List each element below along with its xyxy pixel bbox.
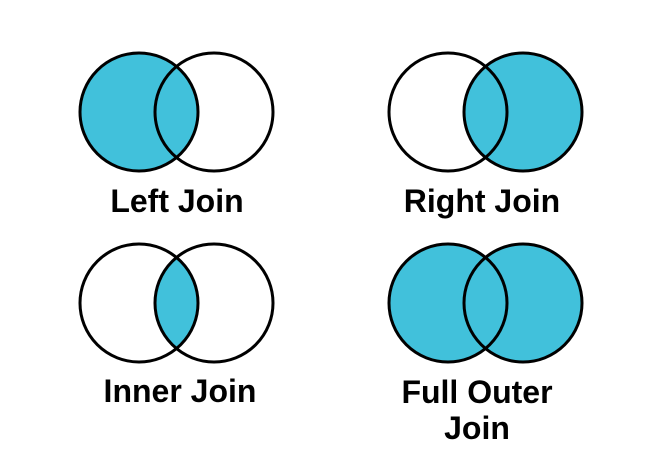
full-outer-join-shaded-right-circle xyxy=(464,244,582,362)
full-outer-join-diagram: Full Outer Join xyxy=(387,242,584,446)
full-outer-join-right-circle-outline xyxy=(462,242,584,364)
inner-join-diagram: Inner Join xyxy=(78,242,275,409)
left-join-left-circle-outline xyxy=(78,51,200,173)
inner-join-right-circle-outline xyxy=(153,242,275,364)
left-join-label: Left Join xyxy=(110,183,243,219)
right-join-right-circle-outline xyxy=(462,51,584,173)
inner-join-shaded-intersection xyxy=(154,257,199,349)
inner-join-label: Inner Join xyxy=(104,373,257,409)
full-outer-join-label-line2: Join xyxy=(444,410,510,446)
right-join-label: Right Join xyxy=(404,183,560,219)
right-join-shaded-right-circle xyxy=(464,53,582,171)
left-join-diagram: Left Join xyxy=(78,51,275,219)
inner-join-left-circle-outline xyxy=(78,242,200,364)
full-outer-join-left-circle-outline xyxy=(387,242,509,364)
left-join-right-circle-outline xyxy=(153,51,275,173)
left-join-shaded-left-circle xyxy=(80,53,198,171)
full-outer-join-label-line1: Full Outer xyxy=(401,374,552,410)
right-join-left-circle-outline xyxy=(387,51,509,173)
right-join-diagram: Right Join xyxy=(387,51,584,219)
